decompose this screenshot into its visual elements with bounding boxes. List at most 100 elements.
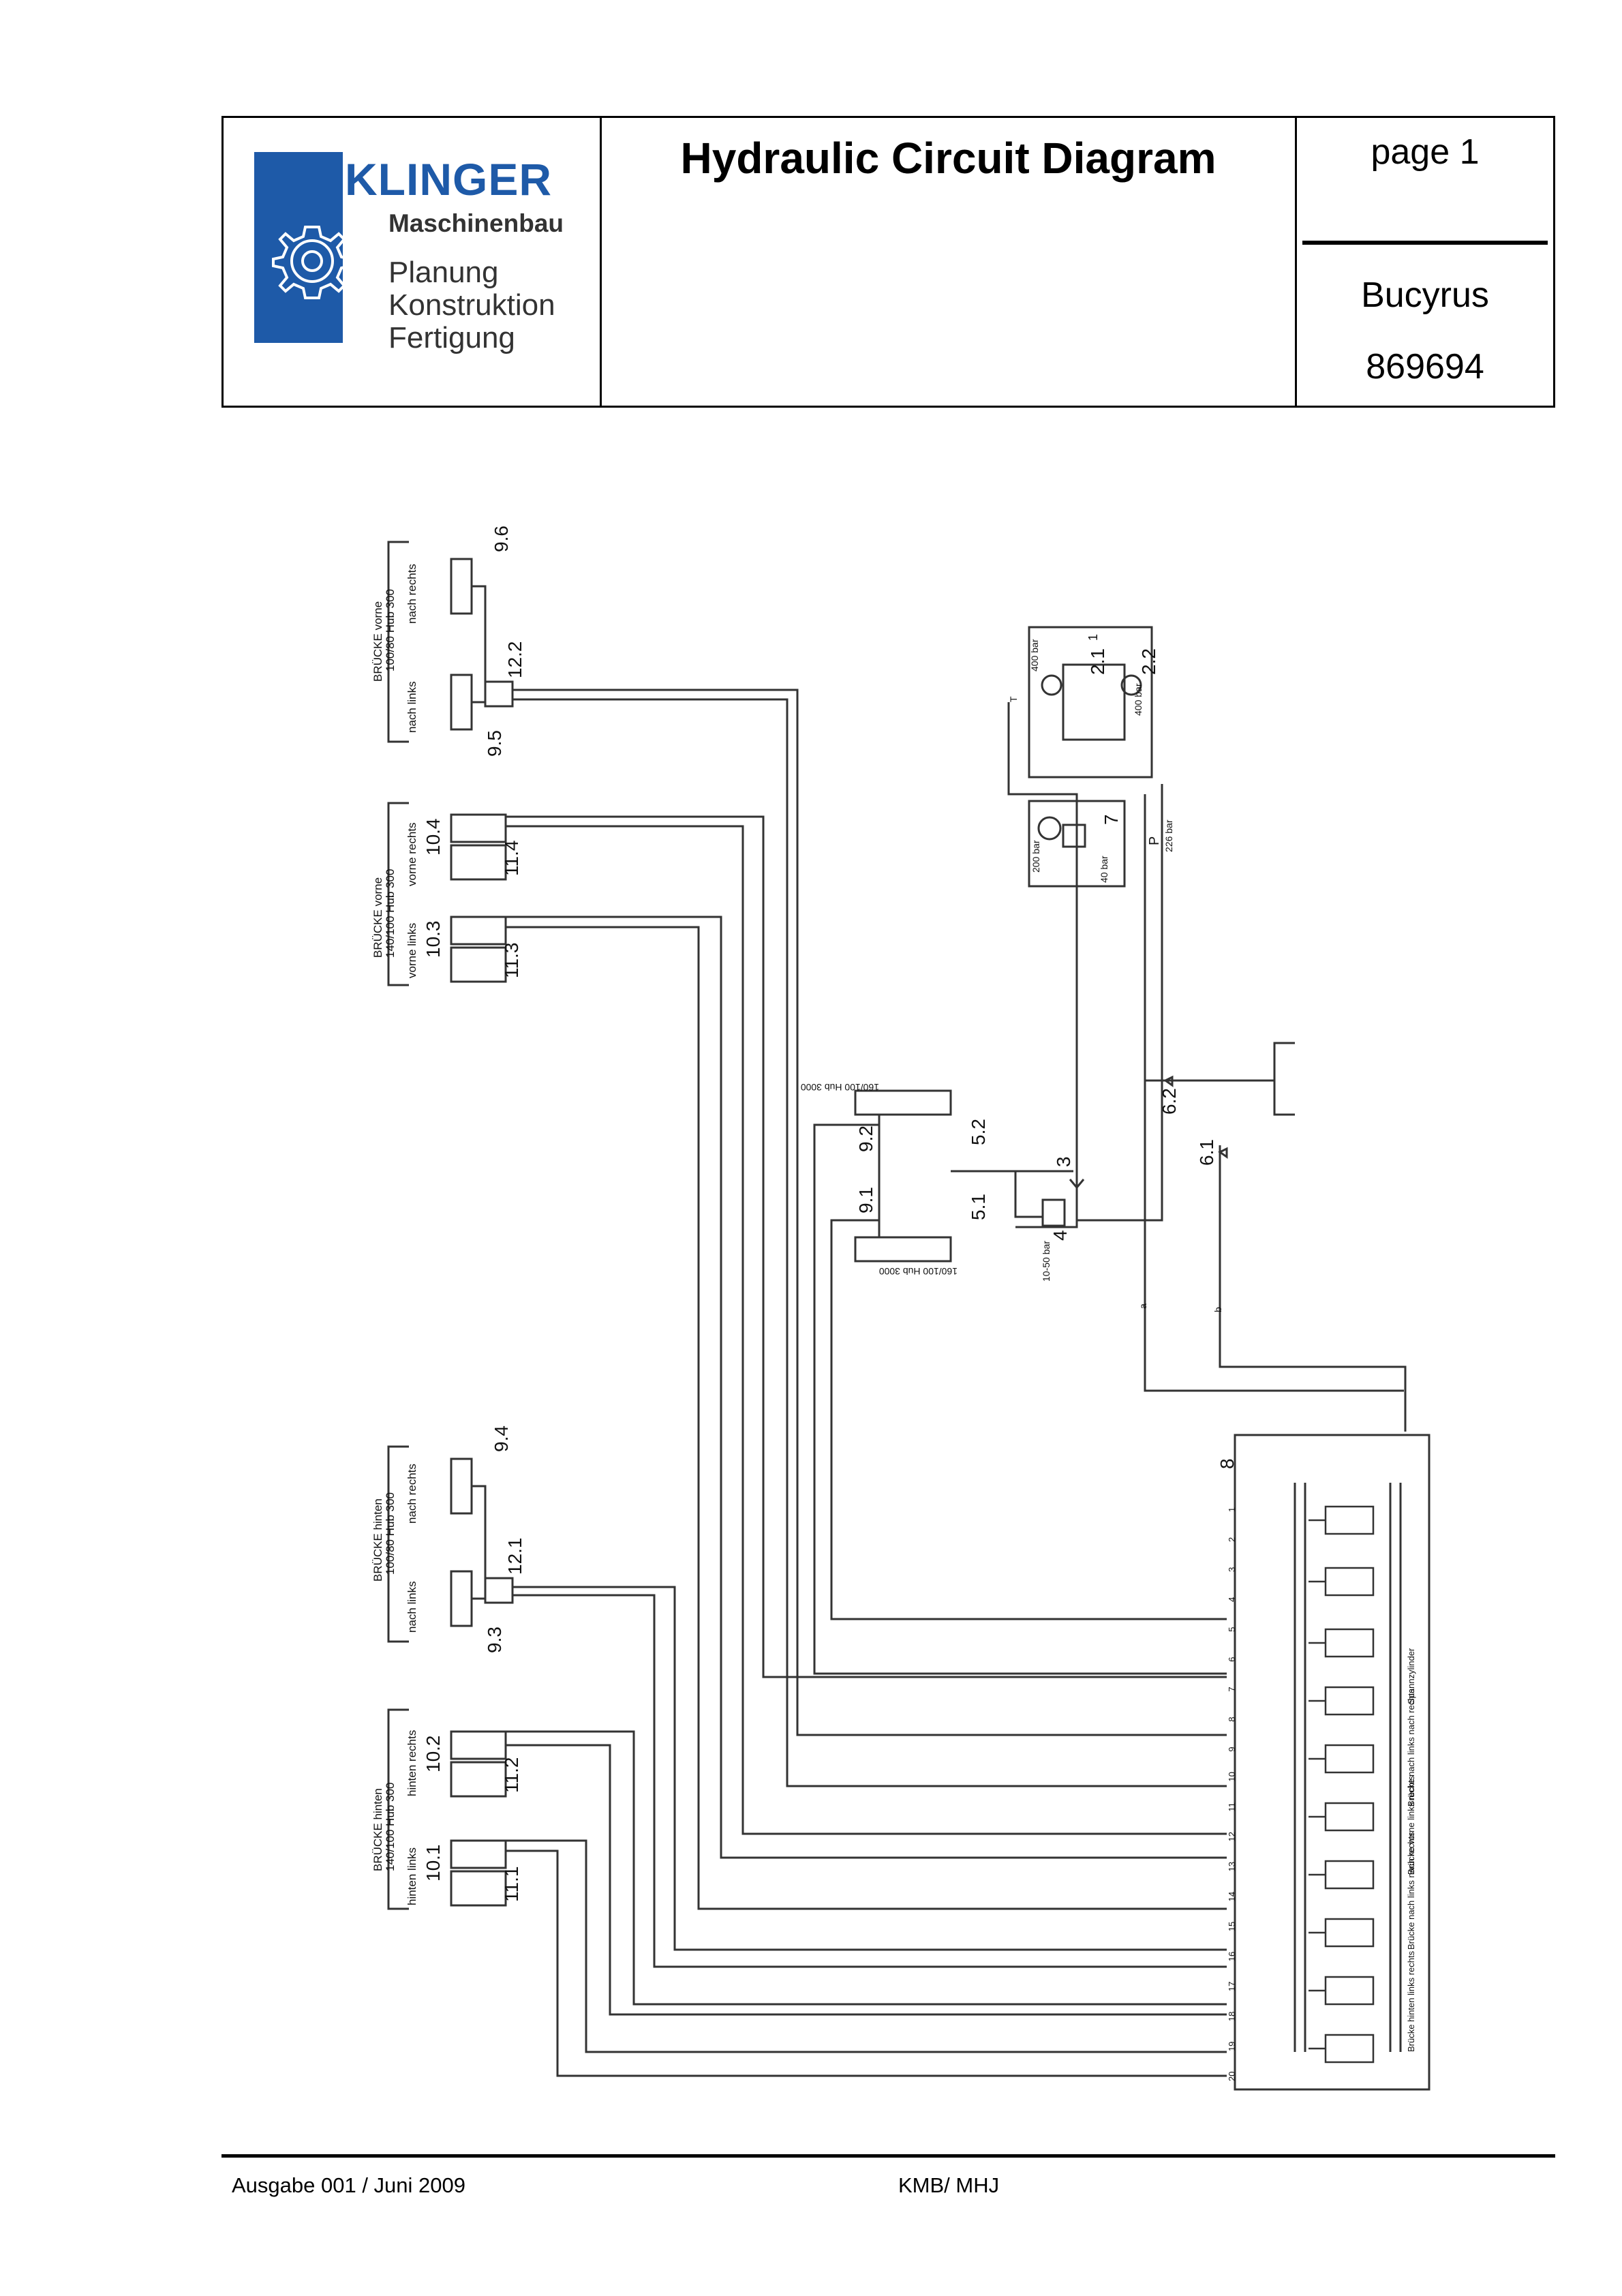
title-cell: Hydraulic Circuit Diagram xyxy=(602,118,1297,406)
cylinder-11-1 xyxy=(450,1870,507,1907)
pressure-40: 40 bar xyxy=(1099,856,1110,883)
pressure-226: 226 bar xyxy=(1163,819,1174,852)
block-label-bruecke-2: Brücke nach links nach rechts xyxy=(1406,1832,1416,1950)
footer-author: KMB/ MHJ xyxy=(898,2173,1000,2197)
label-10-1: 10.1 xyxy=(423,1845,444,1882)
port-number-2: 2 xyxy=(1227,1537,1237,1542)
port-number-11: 11 xyxy=(1227,1802,1237,1812)
port-number-4: 4 xyxy=(1227,1597,1237,1602)
customer-name: Bucyrus xyxy=(1361,275,1489,315)
group-3-title: BRÜCKE hinten xyxy=(371,1498,384,1582)
label-9-1: 9.1 xyxy=(855,1187,876,1213)
pressure-valve-4 xyxy=(1041,1198,1066,1227)
pressure-10-50: 10-50 bar xyxy=(1041,1241,1052,1282)
group-2-right: vorne rechts xyxy=(406,822,418,886)
label-9-3: 9.3 xyxy=(484,1627,505,1653)
footer-edition: Ausgabe 001 / Juni 2009 xyxy=(232,2173,465,2197)
port-number-9: 9 xyxy=(1227,1747,1237,1751)
label-5-1: 5.1 xyxy=(968,1194,989,1220)
group-2-title: BRÜCKE vorne xyxy=(371,877,384,958)
tank-bracket xyxy=(1145,1042,1295,1116)
cylinder-11-4 xyxy=(450,844,507,881)
tension-cylinder-upper xyxy=(854,1089,952,1116)
page-number: page 1 xyxy=(1371,132,1480,172)
logo-line-konstruktion: Konstruktion xyxy=(388,288,555,322)
gear-icon xyxy=(272,226,352,299)
port-number-20: 20 xyxy=(1227,2072,1237,2081)
block-label-bruecke-vorne: Brücke vorne links rechts xyxy=(1406,1775,1416,1875)
cylinder-block-10-2 xyxy=(450,1730,507,1760)
port-number-17: 17 xyxy=(1227,1982,1237,1991)
cylinder-11-2 xyxy=(450,1761,507,1798)
tension-cylinder-lower xyxy=(854,1236,952,1263)
block-label-spannzylinder: Spannzylinder xyxy=(1406,1648,1416,1704)
block-label-bruecke-1: Brücke nach links nach rechts xyxy=(1406,1689,1416,1807)
label-8: 8 xyxy=(1216,1458,1238,1469)
cylinder-block-10-4 xyxy=(450,813,507,843)
label-2-1: 2.1 xyxy=(1087,648,1108,675)
cylinder-spec-lower: 160/100 Hub 3000 xyxy=(879,1266,958,1277)
port-number-14: 14 xyxy=(1227,1892,1237,1901)
label-9-4: 9.4 xyxy=(491,1425,512,1452)
label-11-1: 11.1 xyxy=(501,1867,522,1902)
label-12-2: 12.2 xyxy=(504,641,525,679)
block-label-bruecke-hinten: Brücke hinten links rechts xyxy=(1406,1950,1416,2052)
logo-line-fertigung: Fertigung xyxy=(388,321,515,354)
port-a: a xyxy=(1137,1303,1148,1309)
label-10-3: 10.3 xyxy=(423,921,444,958)
port-b: b xyxy=(1212,1307,1223,1312)
port-t: T xyxy=(1008,696,1019,702)
cylinder-spec-upper: 160/100 Hub 3000 xyxy=(801,1082,879,1093)
valve-12-1 xyxy=(484,1577,514,1604)
meta-divider xyxy=(1302,241,1548,245)
label-3: 3 xyxy=(1053,1156,1074,1167)
label-7: 7 xyxy=(1101,814,1122,825)
label-11-2: 11.2 xyxy=(501,1757,522,1793)
cylinder-9-5 xyxy=(450,674,473,731)
footer-rule xyxy=(221,2154,1555,2158)
logo-name: KLINGER xyxy=(345,154,552,205)
cylinder-block-10-1 xyxy=(450,1839,507,1869)
valve-sections xyxy=(1309,1505,1375,2064)
port-number-12: 12 xyxy=(1227,1832,1237,1841)
group-bracket-4 xyxy=(387,1708,409,1910)
port-number-13: 13 xyxy=(1227,1862,1237,1871)
port-number-1: 1 xyxy=(1227,1507,1237,1512)
group-1-title: BRÜCKE vorne xyxy=(371,601,384,682)
label-11-3: 11.3 xyxy=(501,943,522,978)
pump-unit-1 xyxy=(1028,626,1153,779)
meta-cell: page 1 Bucyrus 869694 xyxy=(1297,118,1553,406)
label-12-1: 12.1 xyxy=(504,1538,525,1575)
label-6-1: 6.1 xyxy=(1196,1139,1217,1166)
label-10-4: 10.4 xyxy=(423,819,444,856)
group-1-spec: 100/80 Hub 300 xyxy=(384,589,397,671)
group-1-left: nach links xyxy=(406,681,418,733)
group-4-title: BRÜCKE hinten xyxy=(371,1788,384,1871)
group-4-spec: 140/100 Hub 300 xyxy=(384,1783,397,1871)
label-1: 1 xyxy=(1086,634,1100,641)
port-number-3: 3 xyxy=(1227,1567,1237,1572)
port-number-8: 8 xyxy=(1227,1717,1237,1721)
cylinder-block-10-3 xyxy=(450,916,507,946)
label-9-6: 9.6 xyxy=(491,526,512,552)
group-3-left: nach links xyxy=(406,1581,418,1633)
pressure-400-a: 400 bar xyxy=(1029,639,1040,671)
port-number-15: 15 xyxy=(1227,1922,1237,1931)
port-number-16: 16 xyxy=(1227,1952,1237,1961)
order-number: 869694 xyxy=(1366,347,1484,387)
label-5-2: 5.2 xyxy=(968,1119,989,1145)
cylinder-9-6 xyxy=(450,558,473,615)
group-3-spec: 100/80 Hub 300 xyxy=(384,1492,397,1575)
title-block: KLINGER Maschinenbau Planung Konstruktio… xyxy=(221,116,1555,408)
cylinder-9-4 xyxy=(450,1457,473,1515)
group-2-left: vorne links xyxy=(406,923,418,978)
group-bracket-2 xyxy=(387,802,409,986)
group-3-right: nach rechts xyxy=(406,1464,418,1524)
label-9-5: 9.5 xyxy=(484,730,505,757)
group-4-left: hinten links xyxy=(406,1847,418,1905)
pressure-400-b: 400 bar xyxy=(1133,683,1144,716)
logo-line-planung: Planung xyxy=(388,256,499,289)
port-p: P xyxy=(1147,836,1162,845)
cylinder-9-3 xyxy=(450,1570,473,1627)
